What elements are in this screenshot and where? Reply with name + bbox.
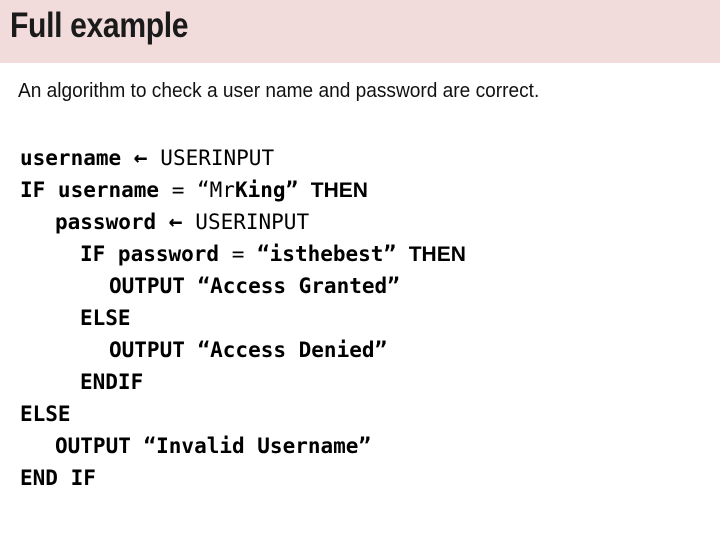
code-token: USERINPUT — [182, 210, 310, 234]
code-line: ELSE — [0, 302, 720, 334]
code-token: password — [55, 210, 169, 234]
code-token: = — [231, 242, 258, 266]
page-title: Full example — [10, 6, 189, 45]
code-token: THEN — [408, 243, 466, 266]
code-token: ELSE — [20, 402, 71, 426]
code-token: ENDIF — [80, 370, 144, 394]
code-line: OUTPUT “Access Granted” — [0, 270, 720, 302]
code-token: IF username — [20, 178, 172, 202]
code-token: USERINPUT — [147, 146, 275, 170]
code-token: ELSE — [80, 306, 131, 330]
code-token: THEN — [310, 179, 368, 202]
code-token: “isthebest” — [257, 242, 409, 266]
code-line: ELSE — [0, 398, 720, 430]
code-token: OUTPUT “Invalid Username” — [55, 434, 372, 458]
code-token: OUTPUT “Access Denied” — [109, 338, 388, 362]
code-token: King” — [234, 178, 311, 202]
code-token: IF password — [80, 242, 232, 266]
code-token: username — [20, 146, 134, 170]
code-line: IF password = “isthebest” THEN — [0, 238, 720, 270]
slide-header-band: Full example — [0, 0, 720, 63]
code-token: ← — [168, 209, 183, 235]
code-token: END IF — [20, 466, 96, 490]
code-line: OUTPUT “Invalid Username” — [0, 430, 720, 462]
code-line: OUTPUT “Access Denied” — [0, 334, 720, 366]
code-line: ENDIF — [0, 366, 720, 398]
code-line: END IF — [0, 462, 720, 494]
code-token: = “Mr — [171, 178, 235, 202]
code-line: IF username = “MrKing” THEN — [0, 174, 720, 206]
code-line: username ← USERINPUT — [0, 142, 720, 174]
code-line: password ← USERINPUT — [0, 206, 720, 238]
slide-subtitle: An algorithm to check a user name and pa… — [18, 80, 540, 102]
code-token: OUTPUT “Access Granted” — [109, 274, 400, 298]
code-token: ← — [133, 145, 148, 171]
